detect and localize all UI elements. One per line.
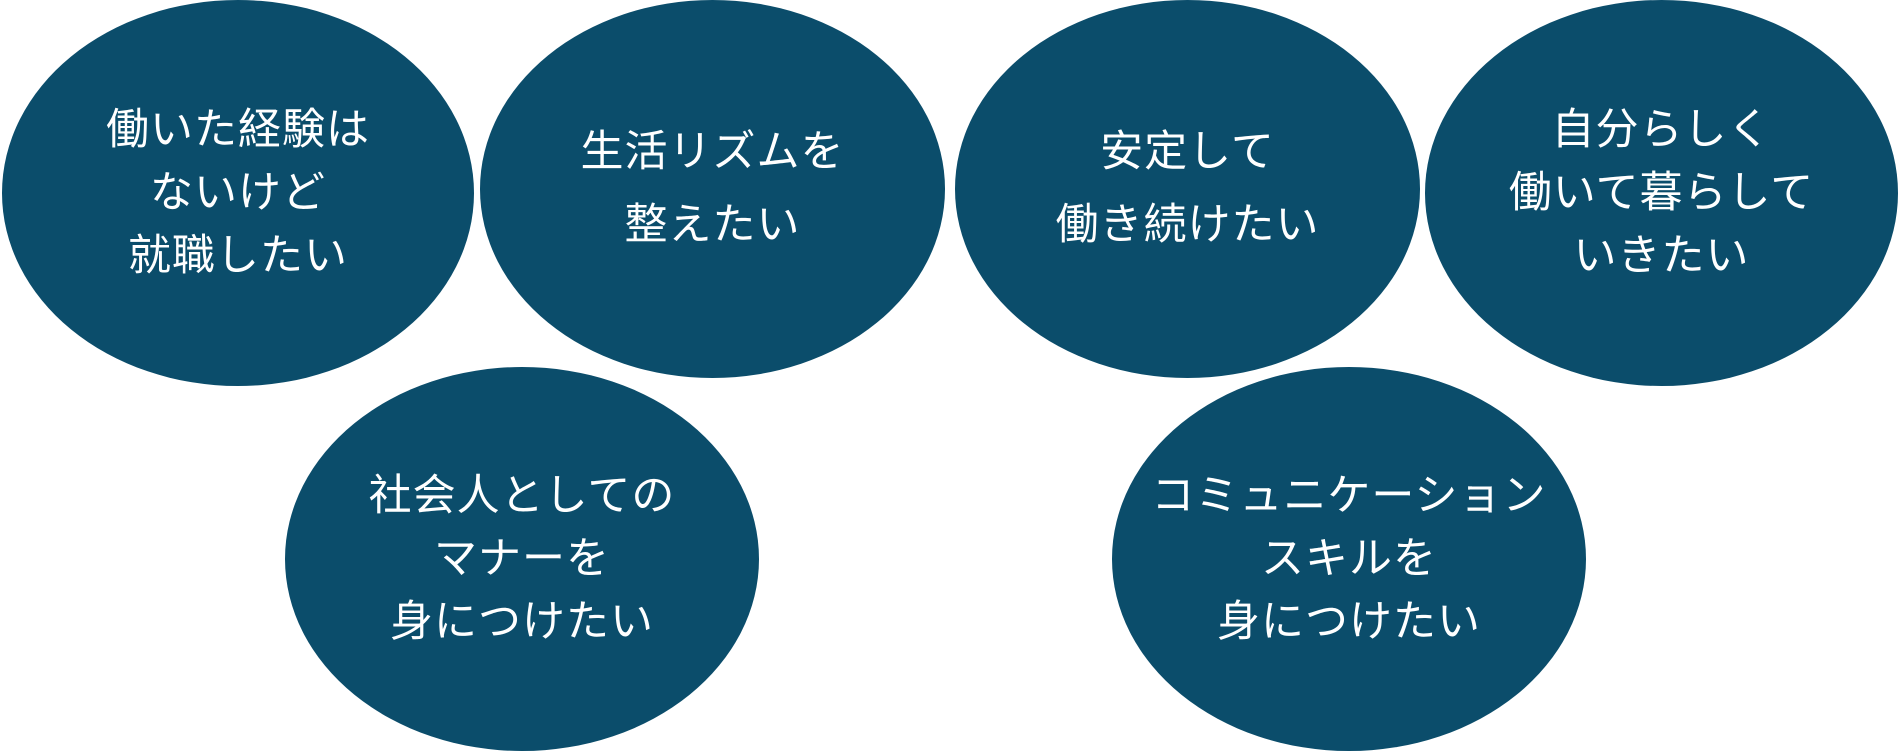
wish-bubble-stable-work: 安定して 働き続けたい bbox=[955, 0, 1420, 378]
bubble-text-line: 社会人としての bbox=[368, 470, 676, 521]
wish-bubble-live-my-way: 自分らしく 働いて暮らして いきたい bbox=[1425, 0, 1898, 386]
bubble-text-line: マナーを bbox=[434, 533, 610, 584]
bubble-text-line: コミュニケーション bbox=[1151, 470, 1547, 521]
bubble-text-line: 働いて暮らして bbox=[1508, 167, 1815, 218]
bubble-text-line: 働いた経験は bbox=[106, 104, 370, 155]
wish-bubble-communication-skills: コミュニケーション スキルを 身につけたい bbox=[1112, 367, 1586, 751]
bubble-text-line: 身につけたい bbox=[1217, 596, 1481, 647]
bubble-text-line: 働き続けたい bbox=[1055, 200, 1320, 250]
wish-bubble-business-manners: 社会人としての マナーを 身につけたい bbox=[285, 367, 759, 751]
wish-bubble-work-experience: 働いた経験は ないけど 就職したい bbox=[2, 0, 474, 386]
bubble-text-line: いきたい bbox=[1573, 230, 1750, 281]
bubble-text-line: 生活リズムを bbox=[580, 127, 845, 177]
bubble-text-line: 整えたい bbox=[624, 200, 801, 250]
bubble-text-line: 自分らしく bbox=[1551, 104, 1772, 155]
wish-bubble-life-rhythm: 生活リズムを 整えたい bbox=[480, 0, 945, 378]
bubble-text-line: 就職したい bbox=[128, 230, 348, 281]
bubble-text-line: 安定して bbox=[1100, 127, 1275, 177]
bubble-text-line: ないけど bbox=[150, 167, 326, 218]
bubble-text-line: 身につけたい bbox=[390, 596, 654, 647]
bubble-text-line: スキルを bbox=[1261, 533, 1437, 584]
